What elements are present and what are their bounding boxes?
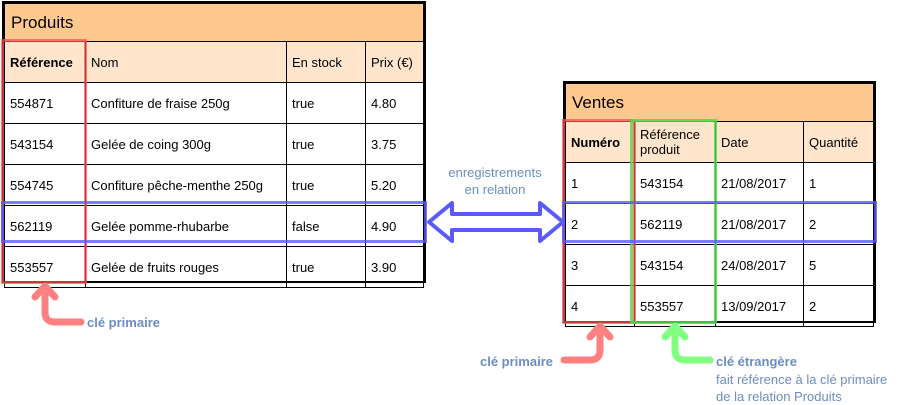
ventes-cell: 4	[565, 285, 635, 327]
produits-header-row: Référence Nom En stock Prix (€)	[4, 41, 424, 83]
relation-label-line1: enregistrements	[448, 165, 542, 180]
fk-label: clé étrangère	[716, 354, 797, 369]
produits-cell: true	[286, 82, 366, 124]
ventes-row: 4 553557 13/09/2017 2	[565, 285, 874, 327]
produits-cell: 5.20	[365, 164, 424, 206]
produits-row: 554871 Confiture de fraise 250g true 4.8…	[4, 82, 424, 124]
ventes-row: 3 543154 24/08/2017 5	[565, 244, 874, 286]
ventes-table: Ventes Numéro Référence produit Date Qua…	[563, 81, 876, 327]
relation-double-arrow-icon	[427, 201, 565, 243]
ventes-header-date: Date	[715, 121, 804, 163]
produits-cell: 3.75	[365, 123, 424, 165]
produits-cell: Confiture pêche-menthe 250g	[85, 164, 287, 206]
ventes-cell: 562119	[634, 203, 716, 245]
produits-header-en-stock: En stock	[286, 41, 366, 83]
ventes-cell: 553557	[634, 285, 716, 327]
ventes-title: Ventes	[565, 83, 874, 122]
pk-ventes-arrow-icon	[560, 331, 604, 364]
produits-row: 553557 Gelée de fruits rouges true 3.90	[4, 246, 424, 288]
produits-cell: 3.90	[365, 246, 424, 288]
produits-cell: true	[286, 123, 366, 165]
produits-cell: true	[286, 246, 366, 288]
pk-produits-label: clé primaire	[87, 315, 160, 330]
ventes-cell: 1	[803, 162, 874, 204]
fk-description-line2: de la relation Produits	[716, 389, 842, 404]
produits-cell: Gelée de coing 300g	[85, 123, 287, 165]
ventes-header-row: Numéro Référence produit Date Quantité	[565, 121, 874, 163]
produits-cell: 4.80	[365, 82, 424, 124]
ventes-cell: 2	[803, 285, 874, 327]
produits-cell: Gelée de fruits rouges	[85, 246, 287, 288]
relation-label: enregistrements en relation	[440, 164, 550, 198]
ventes-cell: 2	[565, 203, 635, 245]
ventes-cell: 5	[803, 244, 874, 286]
ventes-header-numero: Numéro	[565, 121, 635, 163]
pk-ventes-label: clé primaire	[480, 354, 553, 369]
fk-description: fait référence à la clé primaire de la r…	[716, 371, 887, 405]
ventes-header-reference-produit: Référence produit	[634, 121, 716, 163]
fk-description-line1: fait référence à la clé primaire	[716, 372, 888, 387]
produits-table: Produits Référence Nom En stock Prix (€)…	[2, 1, 426, 288]
pk-produits-arrow-icon	[41, 291, 85, 326]
produits-cell: 553557	[4, 246, 86, 288]
ventes-cell: 13/09/2017	[715, 285, 804, 327]
produits-row: 543154 Gelée de coing 300g true 3.75	[4, 123, 424, 165]
produits-header-prix: Prix (€)	[365, 41, 424, 83]
ventes-cell: 3	[565, 244, 635, 286]
produits-cell: Confiture de fraise 250g	[85, 82, 287, 124]
produits-row: 554745 Confiture pêche-menthe 250g true …	[4, 164, 424, 206]
ventes-header-quantite: Quantité	[803, 121, 874, 163]
fk-arrow-icon	[671, 331, 714, 364]
ventes-cell: 543154	[634, 244, 716, 286]
produits-cell: true	[286, 164, 366, 206]
relation-label-line2: en relation	[464, 182, 526, 197]
